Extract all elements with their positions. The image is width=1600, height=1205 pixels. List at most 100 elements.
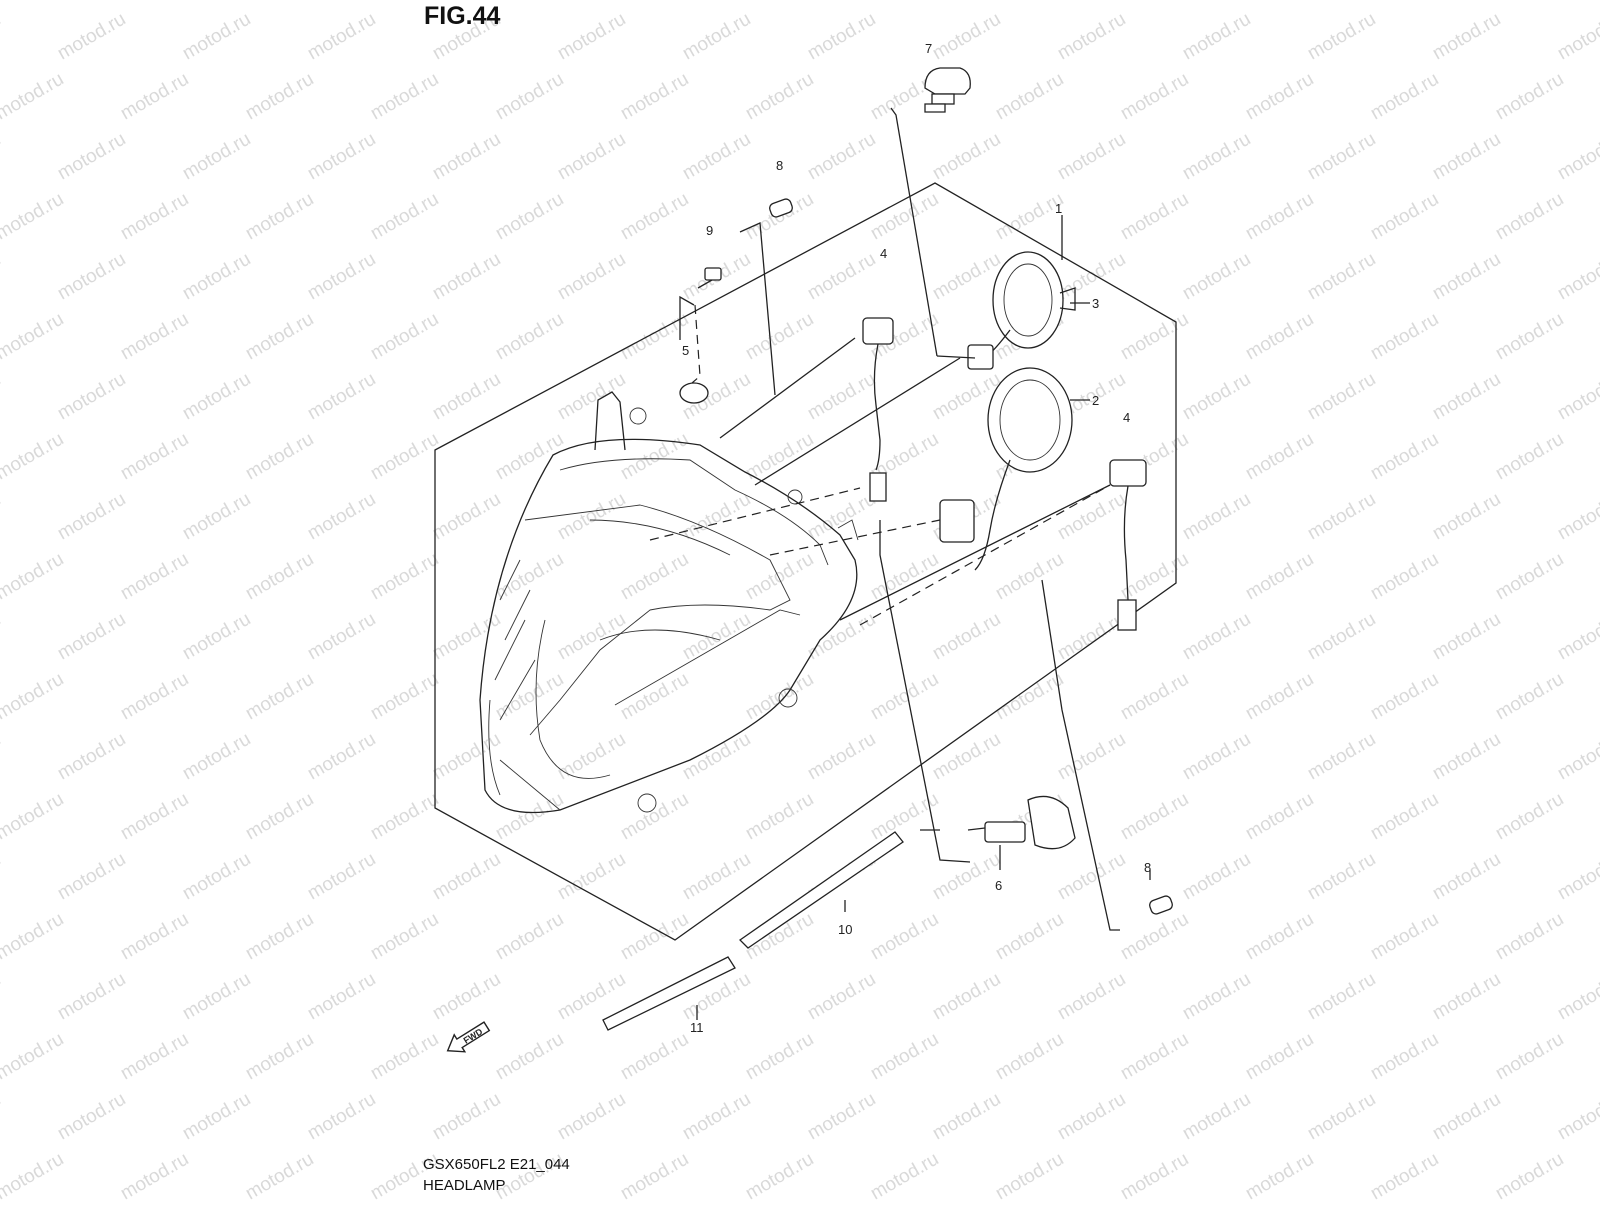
watermark-text: motod.ru [617,0,692,4]
watermark-text: motod.ru [1429,729,1504,785]
watermark-text: motod.ru [117,309,192,365]
watermark-text: motod.ru [1492,669,1567,725]
watermark-text: motod.ru [179,729,254,785]
watermark-text: motod.ru [429,849,504,905]
watermark-text: motod.ru [117,0,192,4]
watermark-text: motod.ru [929,849,1004,905]
callout-11: 11 [690,1020,704,1035]
watermark-text: motod.ru [1367,909,1442,965]
watermark-text: motod.ru [1179,729,1254,785]
socket-wire-upper [862,317,894,502]
watermark-text: motod.ru [1054,9,1129,65]
watermark-text: motod.ru [679,609,754,665]
watermark-text: motod.ru [1242,1149,1317,1200]
watermark-text: motod.ru [367,909,442,965]
watermark-text: motod.ru [1054,489,1129,545]
watermark-text: motod.ru [1304,129,1379,185]
watermark-text: motod.ru [0,669,67,725]
watermark-text: motod.ru [1242,789,1317,845]
fwd-arrow-icon: FWD [446,1021,491,1053]
watermark-text: motod.ru [367,69,442,125]
watermark-text: motod.ru [617,669,692,725]
watermark-text: motod.ru [742,1149,817,1200]
watermark-text: motod.ru [617,69,692,125]
watermark-text: motod.ru [367,669,442,725]
watermark-text: motod.ru [304,849,379,905]
watermark-text: motod.ru [117,429,192,485]
watermark-text: motod.ru [617,1149,692,1200]
watermark-text: motod.ru [0,249,4,305]
watermark-text: motod.ru [242,1149,317,1200]
watermark-text: motod.ru [1367,189,1442,245]
callout-2: 2 [1092,393,1099,408]
watermark-text: motod.ru [304,969,379,1025]
watermark-text: motod.ru [992,669,1067,725]
watermark-text: motod.ru [492,669,567,725]
watermark-text: motod.ru [992,549,1067,605]
watermark-text: motod.ru [54,249,129,305]
watermark-text: motod.ru [617,909,692,965]
watermark-text: motod.ru [1554,969,1600,1025]
callout-4-upper: 4 [880,246,887,261]
watermark-text: motod.ru [1304,249,1379,305]
watermark-text: motod.ru [429,129,504,185]
callout-3: 3 [1092,296,1099,311]
watermark-text: motod.ru [992,0,1067,4]
watermark-text: motod.ru [1492,909,1567,965]
watermark-text: motod.ru [1367,1149,1442,1200]
callout-9: 9 [706,223,713,238]
watermark-text: motod.ru [179,369,254,425]
watermark-text: motod.ru [867,909,942,965]
watermark-text: motod.ru [1054,129,1129,185]
watermark-text: motod.ru [1117,0,1192,4]
watermark-text: motod.ru [242,189,317,245]
watermark-text: motod.ru [1492,0,1567,4]
watermark-text: motod.ru [179,969,254,1025]
watermark-text: motod.ru [554,729,629,785]
watermark-text: motod.ru [367,429,442,485]
watermark-text: motod.ru [304,489,379,545]
watermark-text: motod.ru [804,489,879,545]
watermark-text: motod.ru [1554,369,1600,425]
watermark-text: motod.ru [617,789,692,845]
watermark-text: motod.ru [867,0,942,4]
watermark-text: motod.ru [304,729,379,785]
watermark-text: motod.ru [804,729,879,785]
watermark-text: motod.ru [1492,789,1567,845]
watermark-text: motod.ru [1429,369,1504,425]
watermark-text: motod.ru [492,0,567,4]
watermark-text: motod.ru [554,129,629,185]
watermark-text: motod.ru [0,789,67,845]
watermark-text: motod.ru [242,1029,317,1085]
watermark-text: motod.ru [0,489,4,545]
watermark-text: motod.ru [179,609,254,665]
callout-8-lower: 8 [1144,860,1151,875]
watermark-text: motod.ru [742,1029,817,1085]
watermark-text: motod.ru [1117,789,1192,845]
watermark-text: motod.ru [54,489,129,545]
watermark-text: motod.ru [179,849,254,905]
watermark-text: motod.ru [1367,429,1442,485]
watermark-text: motod.ru [1367,0,1442,4]
watermark-text: motod.ru [367,549,442,605]
callout-10: 10 [838,922,852,937]
watermark-text: motod.ru [1429,969,1504,1025]
watermark-text: motod.ru [0,369,4,425]
watermark-text: motod.ru [1054,969,1129,1025]
watermark-text: motod.ru [1117,909,1192,965]
watermark-text: motod.ru [1429,249,1504,305]
watermark-text: motod.ru [804,249,879,305]
watermark-text: motod.ru [617,1029,692,1085]
watermark-text: motod.ru [429,249,504,305]
watermark-text: motod.ru [242,549,317,605]
watermark-text: motod.ru [554,249,629,305]
watermark-text: motod.ru [1304,849,1379,905]
assembly-frame [434,182,1177,941]
rubber-cover-part2 [939,367,1073,571]
watermark-text: motod.ru [1429,1089,1504,1145]
watermark-text: motod.ru [117,189,192,245]
watermark-text: motod.ru [554,489,629,545]
watermark-text: motod.ru [992,189,1067,245]
watermark-text: motod.ru [242,69,317,125]
